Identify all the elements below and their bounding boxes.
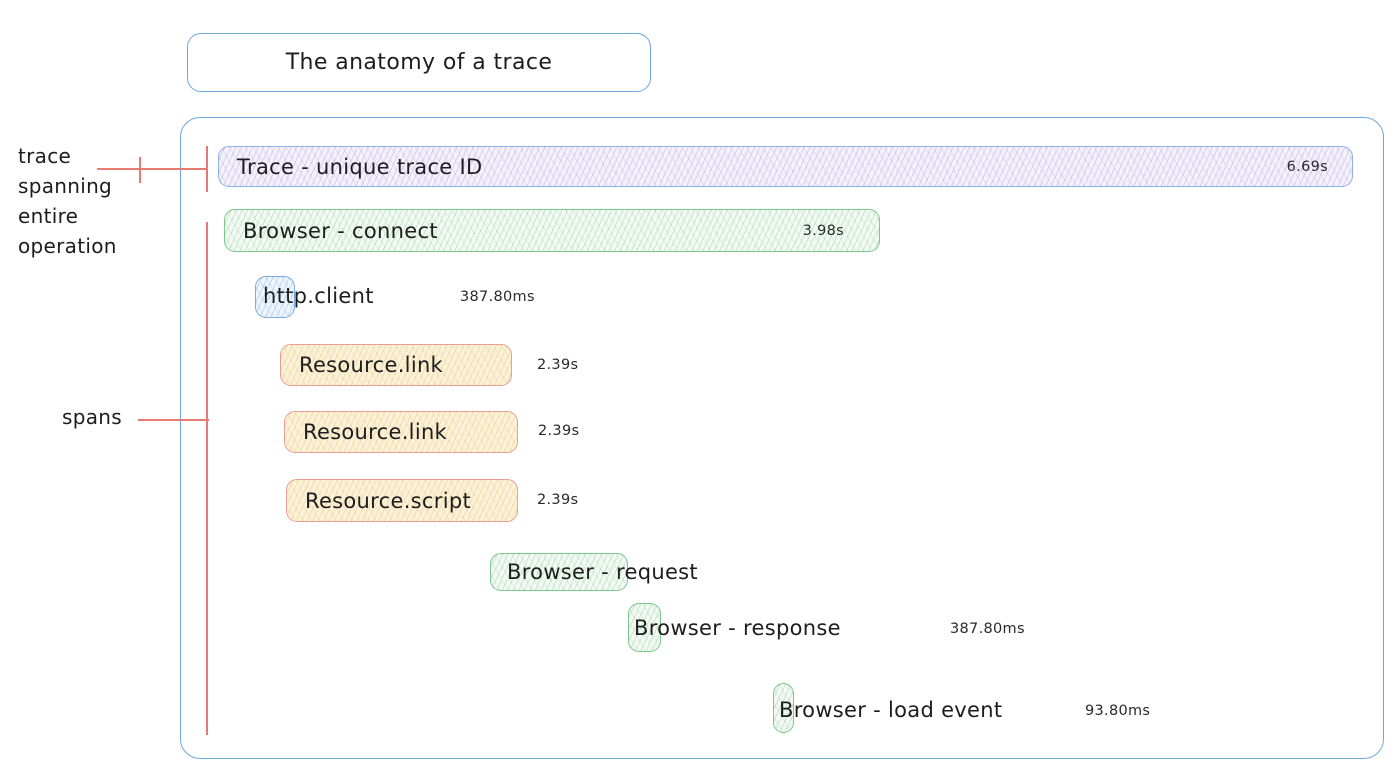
trace-annotation-line: trace [18,144,72,168]
diagram-title-box: The anatomy of a trace [187,33,651,92]
spans-annotation-label: spans [62,405,122,429]
span-label: Browser - load event [779,698,1003,722]
span-duration: 3.98s [802,222,844,239]
spans-pointer-line [138,419,209,421]
trace-pointer-line [97,168,208,170]
span-label: Resource.link [299,353,444,377]
span-label: Resource.link [303,420,448,444]
span-duration: 387.80ms [460,289,535,305]
span-label: http.client [263,284,374,308]
span-bar-resource-script: Resource.script [286,479,518,522]
span-bar-resource-link-1: Resource.link [280,344,512,386]
trace-frame [180,117,1384,759]
trace-annotation-line: operation [18,234,117,258]
span-bar-browser-request [490,553,628,591]
span-label: Browser - request [507,560,698,584]
span-duration: 6.69s [1286,158,1328,175]
trace-pointer-tick [139,157,141,183]
span-label: Browser - response [634,616,841,640]
span-label: Resource.script [305,488,471,513]
span-duration: 2.39s [538,423,580,439]
spans-bracket-line-top [206,146,208,192]
span-label: Browser - connect [243,218,438,243]
spans-bracket-line [206,222,208,735]
trace-annotation-label: trace spanning entire operation [18,141,117,261]
trace-annotation-line: entire [18,204,79,228]
span-bar-trace: Trace - unique trace ID 6.69s [218,146,1353,187]
span-duration: 387.80ms [950,621,1025,637]
span-bar-browser-connect: Browser - connect 3.98s [224,209,880,252]
span-duration: 2.39s [537,492,579,508]
span-label: Trace - unique trace ID [237,154,483,179]
span-bar-browser-load-event [773,683,794,733]
span-duration: 2.39s [537,357,579,373]
span-bar-resource-link-2: Resource.link [284,411,518,453]
diagram-title: The anatomy of a trace [285,50,553,75]
span-bar-http-client [255,276,295,318]
span-bar-browser-response [628,603,661,652]
span-duration: 93.80ms [1085,703,1151,719]
trace-annotation-line: spanning [18,174,113,198]
